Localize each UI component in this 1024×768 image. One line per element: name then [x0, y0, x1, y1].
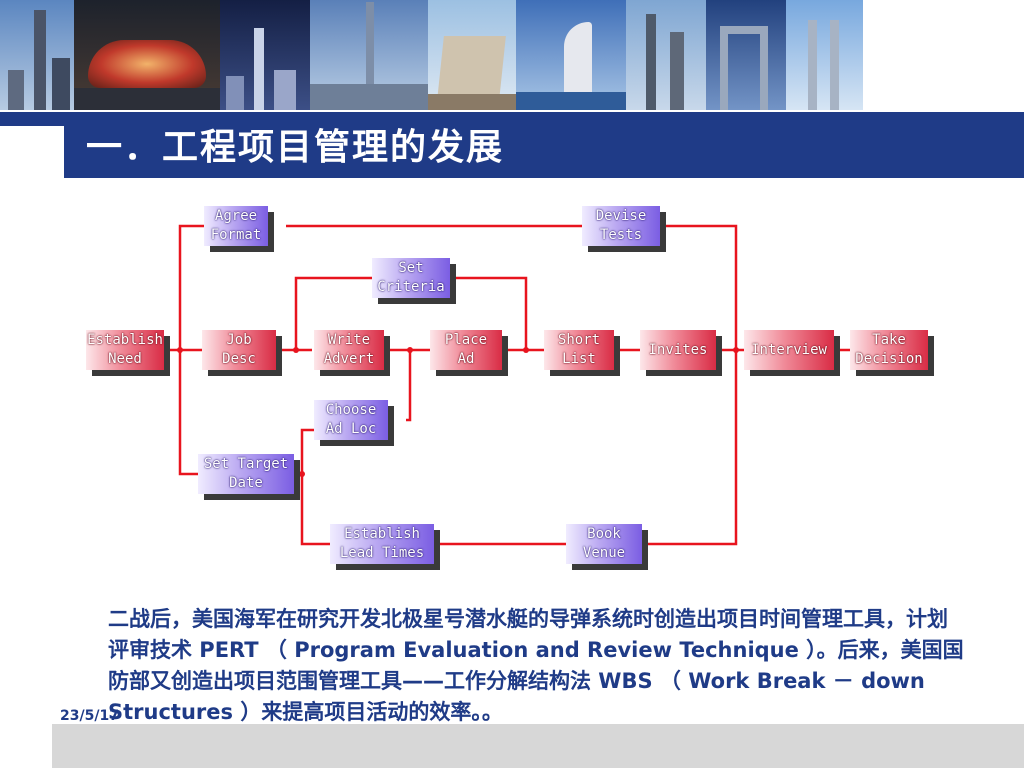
- city-night-photo: [220, 0, 310, 110]
- node-interview: Interview: [744, 330, 834, 370]
- title-bar: [64, 112, 1024, 178]
- title-tab: [0, 112, 64, 126]
- node-place-ad: Place Ad: [430, 330, 502, 370]
- node-establish-lead-times: Establish Lead Times: [330, 524, 434, 564]
- node-devise-tests: Devise Tests: [582, 206, 660, 246]
- slide-title: 一．工程项目管理的发展: [86, 127, 505, 168]
- stadium-photo: [74, 0, 220, 110]
- footer-bar: [52, 724, 1024, 768]
- node-invites: Invites: [640, 330, 716, 370]
- cube-building-photo: [428, 0, 516, 110]
- photo-strip: [0, 0, 883, 110]
- burj-photo: [310, 0, 428, 110]
- sail-hotel-photo: [516, 0, 626, 110]
- node-short-list: Short List: [544, 330, 614, 370]
- cctv-tower-photo: [706, 0, 786, 110]
- body-paragraph: 二战后，美国海军在研究开发北极星号潜水艇的导弹系统时创造出项目时间管理工具，计划…: [108, 607, 964, 724]
- skyscraper-photo: [626, 0, 706, 110]
- connector-lines: [164, 224, 850, 546]
- node-set-criteria: Set Criteria: [372, 258, 450, 298]
- node-set-target-date: Set Target Date: [198, 454, 294, 494]
- tower-photo: [0, 0, 74, 110]
- node-agree-format: Agree Format: [204, 206, 268, 246]
- project-network-diagram: Establish Need Job Desc Write Advert Pla…: [80, 190, 960, 590]
- node-choose-ad-loc: Choose Ad Loc: [314, 400, 388, 440]
- slide-date: 23/5/17: [60, 708, 119, 724]
- node-write-advert: Write Advert: [314, 330, 384, 370]
- strip-blank: [883, 0, 1024, 110]
- twin-towers-photo: [786, 0, 863, 110]
- node-take-decision: Take Decision: [850, 330, 928, 370]
- node-job-desc: Job Desc: [202, 330, 276, 370]
- node-establish-need: Establish Need: [86, 330, 164, 370]
- node-book-venue: Book Venue: [566, 524, 642, 564]
